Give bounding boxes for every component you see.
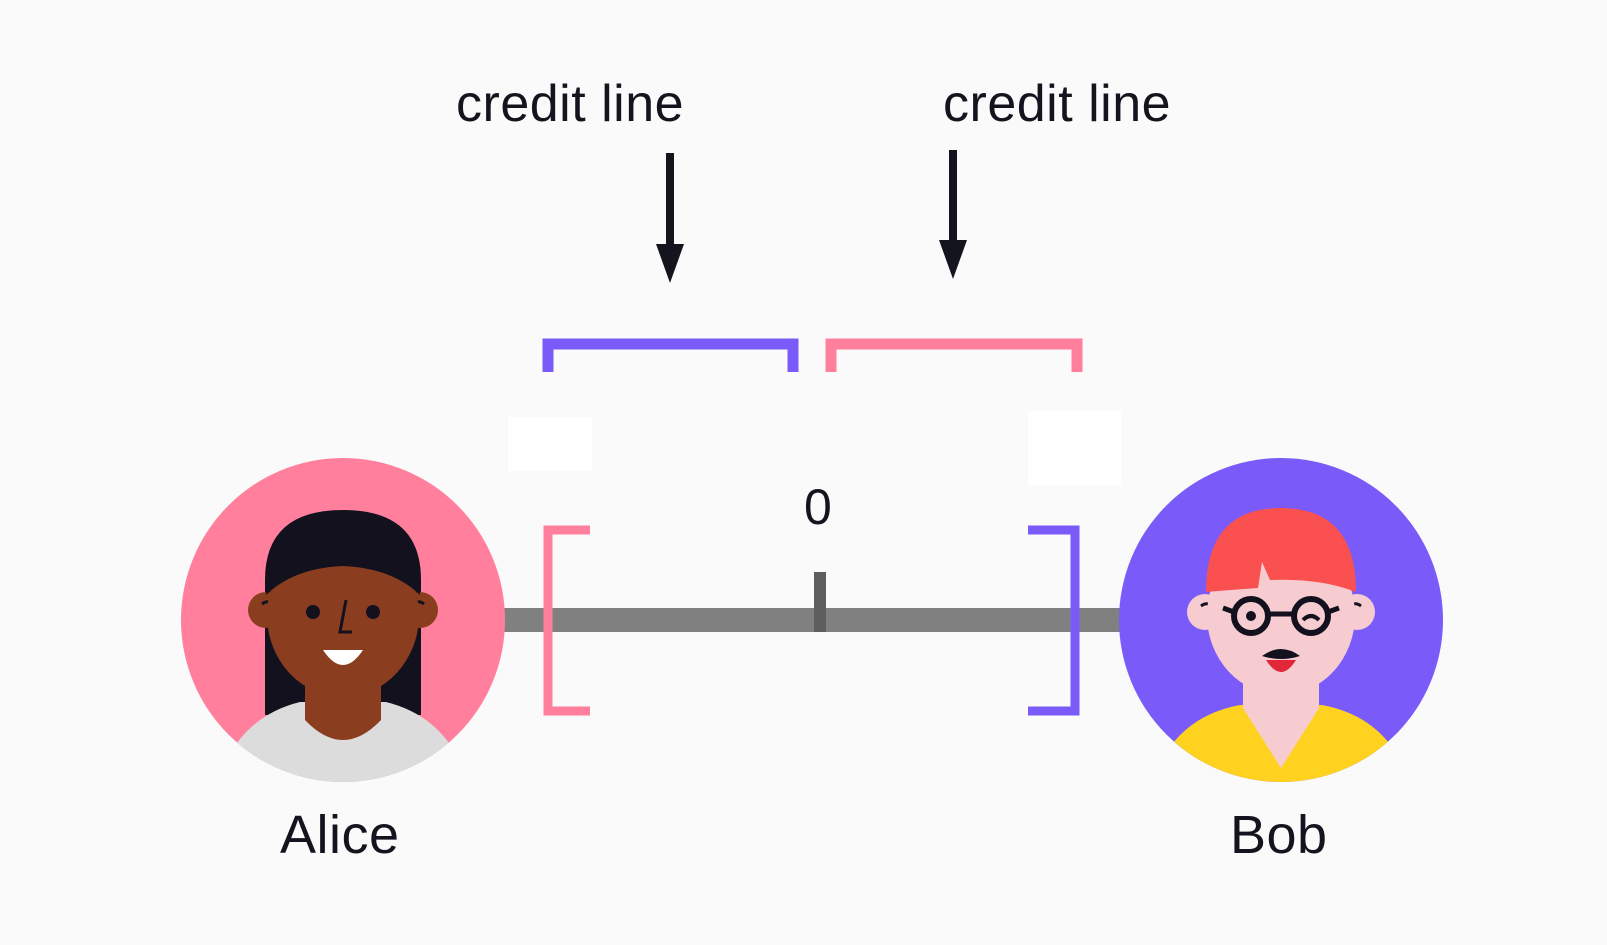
blank-box-left xyxy=(508,417,592,471)
alice-name-label: Alice xyxy=(280,805,400,865)
zero-tick xyxy=(814,572,826,632)
credit-line-bracket-pink xyxy=(825,338,1083,372)
limit-bracket-purple xyxy=(1028,525,1080,716)
bob-name-label: Bob xyxy=(1230,805,1328,865)
credit-line-bracket-purple xyxy=(542,338,799,372)
blank-box-right xyxy=(1028,411,1121,486)
limit-bracket-pink xyxy=(543,525,590,716)
bob-avatar-icon xyxy=(1119,458,1443,782)
arrow-down-right-icon xyxy=(939,150,967,279)
balance-zero-label: 0 xyxy=(804,479,832,535)
alice-avatar-icon xyxy=(181,458,505,782)
credit-line-label-right: credit line xyxy=(943,75,1172,133)
credit-line-label-left: credit line xyxy=(456,75,685,133)
balance-line xyxy=(495,608,1125,632)
arrow-down-left-icon xyxy=(656,153,684,283)
